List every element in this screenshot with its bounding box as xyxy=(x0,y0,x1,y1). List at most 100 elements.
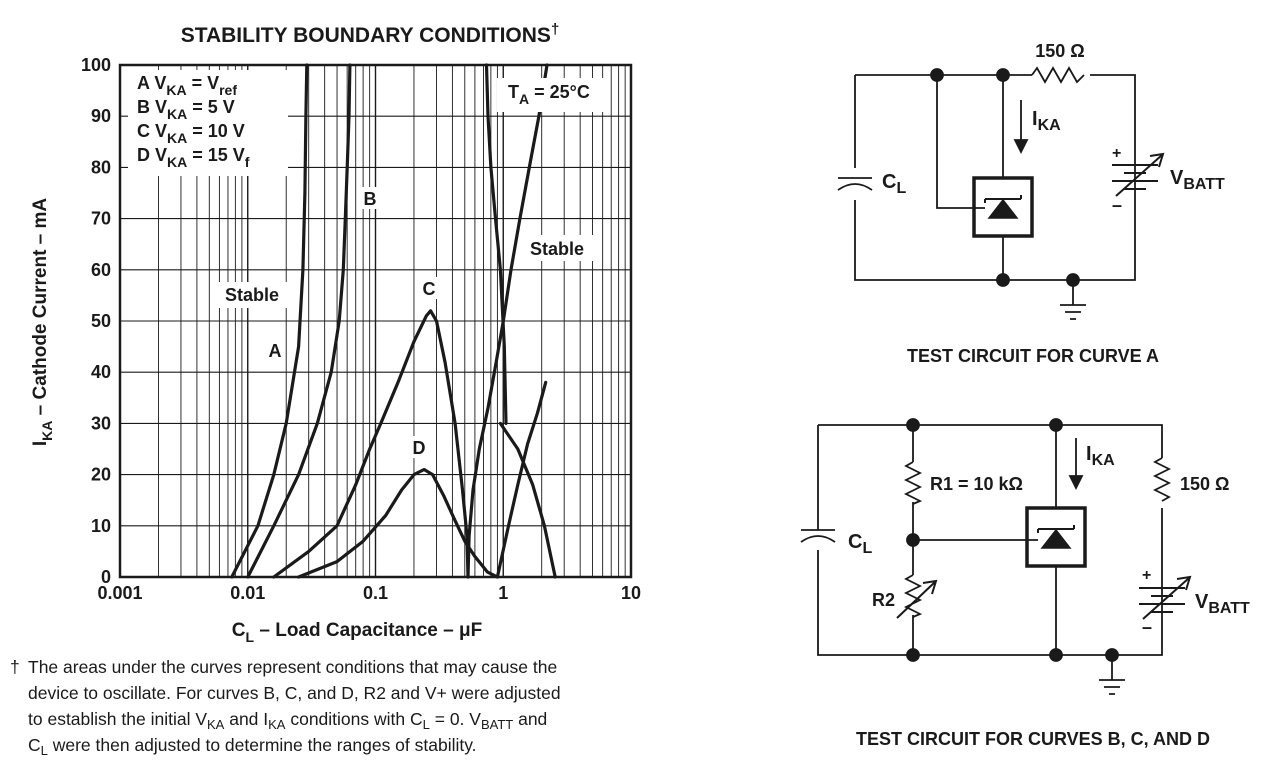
test-circuit-a xyxy=(837,66,1165,320)
stable-left-label: Stable xyxy=(225,285,279,305)
circuit-a-diode-bar xyxy=(984,195,1022,203)
circuit-a-variable-arrow xyxy=(1115,152,1165,197)
circuit-a-caption: TEST CIRCUIT FOR CURVE A xyxy=(907,346,1159,366)
circuit-a-battery-icon xyxy=(1112,164,1158,190)
circuit-bcd-minus: – xyxy=(1142,617,1152,637)
curve-label-b: B xyxy=(364,189,377,209)
circuit-bcd-plus: + xyxy=(1142,567,1151,584)
x-tick-label: 0.1 xyxy=(363,583,388,603)
y-tick-label: 40 xyxy=(91,362,111,382)
y-tick-label: 100 xyxy=(81,55,111,75)
circuit-bcd-node xyxy=(1049,648,1063,662)
y-tick-label: 70 xyxy=(91,209,111,229)
y-tick-label: 50 xyxy=(91,311,111,331)
circuit-a-resistor-icon xyxy=(1031,66,1085,84)
footnote: † The areas under the curves represent c… xyxy=(10,654,660,758)
footnote-line: CL were then adjusted to determine the r… xyxy=(28,735,477,758)
circuit-bcd-wiring xyxy=(817,424,1163,656)
footnote-line: device to oscillate. For curves B, C, an… xyxy=(28,683,561,703)
chart-title: STABILITY BOUNDARY CONDITIONS† xyxy=(181,21,560,47)
circuit-a-diode-icon xyxy=(987,198,1019,219)
curve-c xyxy=(272,309,470,579)
footnote-line: to establish the initial VKA and IKA con… xyxy=(28,709,548,732)
curve-label-d: D xyxy=(413,438,426,458)
curve-label-c: C xyxy=(423,279,436,299)
y-tick-label: 0 xyxy=(101,567,111,587)
y-tick-label: 80 xyxy=(91,157,111,177)
circuit-bcd-caption: TEST CIRCUIT FOR CURVES B, C, AND D xyxy=(856,729,1210,749)
circuit-bcd-node xyxy=(1105,648,1119,662)
stable-right-label: Stable xyxy=(530,239,584,259)
circuit-a-labels: 150 Ω IKA CL VBATT + – TEST CIRCUIT FOR … xyxy=(882,41,1225,366)
stable-left-bg xyxy=(216,282,288,308)
circuit-bcd-150-resistor-icon xyxy=(1152,457,1172,502)
circuit-a-node xyxy=(1066,273,1080,287)
circuit-a-node xyxy=(996,273,1010,287)
y-tick-label: 60 xyxy=(91,260,111,280)
circuit-bcd-r2-variable-arrow xyxy=(896,579,938,619)
x-tick-label: 0.001 xyxy=(97,583,142,603)
circuit-a-current-arrowhead xyxy=(1013,139,1029,155)
legend-entry: A VKA = Vref xyxy=(137,73,237,98)
x-tick-label: 10 xyxy=(621,583,641,603)
curve-a xyxy=(230,63,309,579)
circuit-bcd-resistor-label: 150 Ω xyxy=(1180,474,1229,494)
legend-entry: C VKA = 10 V xyxy=(137,121,245,146)
test-circuit-bcd xyxy=(800,418,1192,695)
circuit-a-minus: – xyxy=(1112,195,1122,215)
circuit-a-capacitor-icon xyxy=(837,177,873,191)
circuit-bcd-diode-bar xyxy=(1037,525,1075,533)
circuit-bcd-current-arrowhead xyxy=(1068,475,1084,491)
stable-right-bg xyxy=(520,235,594,261)
circuit-bcd-capacitor-icon xyxy=(800,529,836,543)
curve-label-c-bg xyxy=(419,277,439,299)
curve-b xyxy=(484,63,508,425)
legend-entry: B VKA = 5 V xyxy=(137,97,235,122)
circuit-bcd-current-label: IKA xyxy=(1086,443,1115,469)
circuit-bcd-shunt-regulator-icon xyxy=(1025,506,1087,568)
circuit-a-ground-icon xyxy=(1060,280,1086,320)
y-tick-label: 90 xyxy=(91,106,111,126)
curve-d xyxy=(495,380,548,579)
curve-c xyxy=(466,63,549,579)
footnote-line: The areas under the curves represent con… xyxy=(28,657,558,677)
circuit-a-resistor-label: 150 Ω xyxy=(1035,41,1084,61)
circuit-a-shunt-regulator-icon xyxy=(972,176,1034,238)
y-axis-label: IKA – Cathode Current – mA xyxy=(30,198,55,447)
circuit-bcd-r1-icon xyxy=(903,461,923,505)
plot-frame xyxy=(118,63,633,579)
stable-annotations: Stable Stable xyxy=(216,235,594,308)
temperature-note: TA = 25°C xyxy=(497,78,609,112)
chart-curves xyxy=(230,63,557,579)
circuit-a-ref-wire xyxy=(936,75,985,209)
circuit-bcd-node xyxy=(906,533,920,547)
y-tick-label: 10 xyxy=(91,516,111,536)
circuit-bcd-ground-icon xyxy=(1099,655,1125,695)
curve-label-a-bg xyxy=(265,339,285,361)
circuit-bcd-diode-icon xyxy=(1040,528,1072,549)
curve-label-b-bg xyxy=(360,187,380,209)
circuit-bcd-variable-arrow xyxy=(1142,575,1192,620)
circuit-a-battery-label: VBATT xyxy=(1170,167,1225,193)
x-axis-label: CL – Load Capacitance – μF xyxy=(232,620,482,645)
circuit-bcd-labels: R1 = 10 kΩ R2 150 Ω IKA CL VBATT + – TES… xyxy=(848,443,1250,749)
footnote-dagger: † xyxy=(10,657,20,677)
circuit-bcd-node xyxy=(906,418,920,432)
y-tick-label: 20 xyxy=(91,465,111,485)
temperature-note-text: TA = 25°C xyxy=(508,82,590,107)
circuit-bcd-node xyxy=(1049,418,1063,432)
x-tick-label: 1 xyxy=(498,583,508,603)
curve-label-d-bg xyxy=(408,436,430,458)
curve-letter-labels: A B C D xyxy=(265,187,439,458)
legend-background xyxy=(128,70,288,176)
circuit-bcd-capacitor-label: CL xyxy=(848,531,872,557)
circuit-a-node xyxy=(996,68,1010,82)
curve-d xyxy=(297,467,499,579)
curve-b xyxy=(498,421,557,579)
circuit-bcd-battery-icon xyxy=(1139,587,1185,613)
circuit-bcd-r2-icon xyxy=(903,574,923,618)
circuit-bcd-battery-label: VBATT xyxy=(1195,591,1250,617)
